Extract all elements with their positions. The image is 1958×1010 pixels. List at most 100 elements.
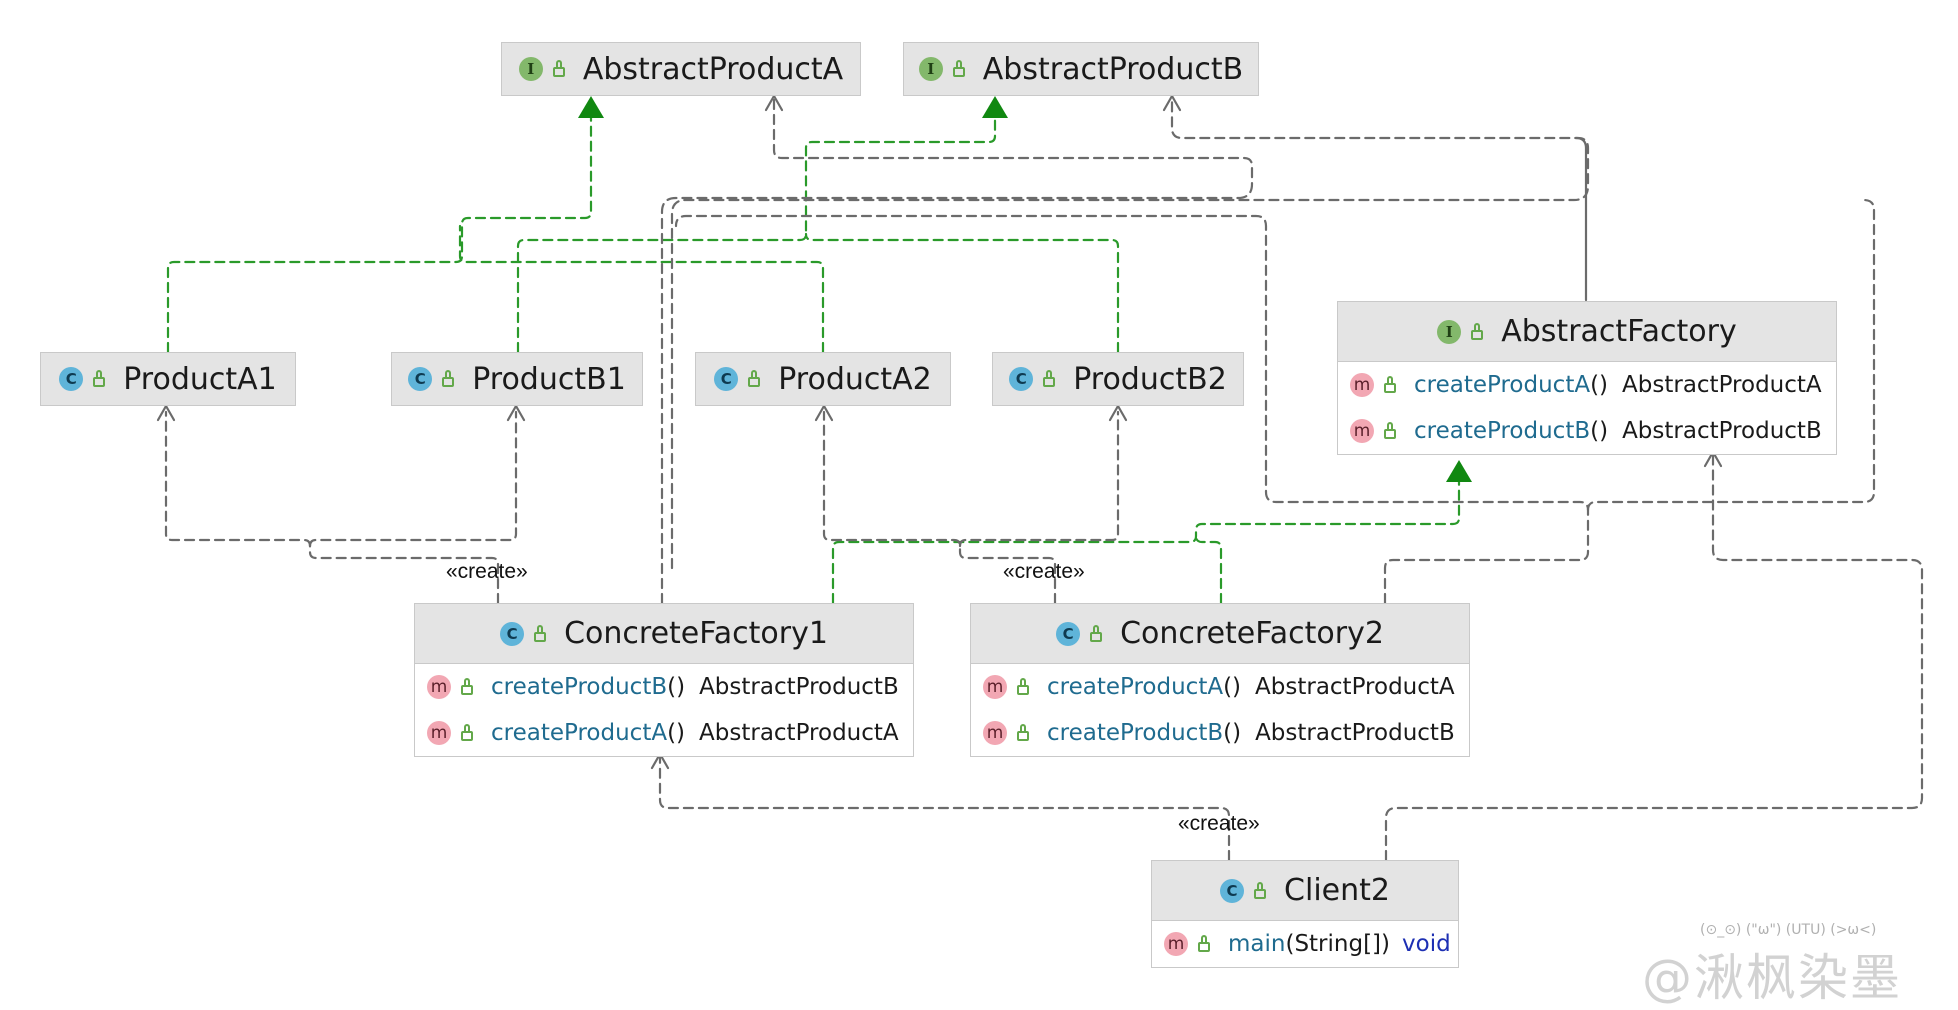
realization-product-a2 bbox=[458, 224, 825, 354]
method-name: createProductA bbox=[1047, 674, 1224, 700]
abstract-product-a-interface[interactable]: I AbstractProductA bbox=[501, 42, 861, 96]
public-lock-icon bbox=[442, 370, 455, 387]
method-params: () bbox=[1223, 720, 1242, 746]
realization-concrete-factory2 bbox=[1194, 534, 1223, 605]
class-name: ProductB1 bbox=[472, 361, 626, 397]
class-name: Client2 bbox=[1284, 873, 1390, 908]
static-method-icon: m bbox=[1164, 932, 1188, 956]
create-stereotype-label: «create» bbox=[1003, 560, 1085, 583]
public-lock-icon bbox=[748, 370, 761, 387]
class-name: ProductA2 bbox=[778, 361, 932, 397]
abstract-method-icon: m bbox=[1350, 373, 1374, 397]
class-icon: C bbox=[714, 367, 739, 391]
product-b2-class[interactable]: C ProductB2 bbox=[992, 352, 1244, 406]
concrete-factory2-class[interactable]: C ConcreteFactory2 m createProductA() Ab… bbox=[970, 603, 1470, 757]
public-lock-icon bbox=[1471, 322, 1484, 340]
method-row[interactable]: m createProductA() AbstractProductA bbox=[971, 664, 1469, 710]
method-return-type: AbstractProductB bbox=[699, 674, 899, 700]
public-lock-icon bbox=[93, 370, 106, 387]
method-params: () bbox=[1590, 372, 1609, 398]
realization-product-b1 bbox=[516, 116, 997, 354]
arrowhead-abstract-product-a-dep bbox=[764, 94, 784, 112]
method-params: () bbox=[667, 674, 686, 700]
realization-concrete-factory1 bbox=[831, 480, 1461, 605]
arrowhead-product-a2 bbox=[814, 404, 834, 422]
method-row[interactable]: m createProductA() AbstractProductA bbox=[415, 710, 913, 756]
class-name: ConcreteFactory1 bbox=[564, 616, 828, 651]
method-icon: m bbox=[983, 721, 1007, 745]
create-stereotype-label: «create» bbox=[1178, 812, 1260, 835]
method-params: () bbox=[667, 720, 686, 746]
interface-name: AbstractProductA bbox=[582, 51, 844, 87]
method-row[interactable]: m createProductB() AbstractProductB bbox=[1338, 408, 1836, 454]
public-lock-icon bbox=[1017, 724, 1029, 741]
create-stereotype-label: «create» bbox=[446, 560, 528, 583]
arrowhead-abstract-factory bbox=[1446, 460, 1472, 482]
method-icon: m bbox=[427, 721, 451, 745]
concrete-factory1-class[interactable]: C ConcreteFactory1 m createProductB() Ab… bbox=[414, 603, 914, 757]
interface-name: AbstractFactory bbox=[1501, 314, 1737, 349]
arrowhead-abstract-product-b-dep bbox=[1162, 94, 1182, 112]
method-row[interactable]: m createProductA() AbstractProductA bbox=[1338, 362, 1836, 408]
method-icon: m bbox=[427, 675, 451, 699]
class-name: ProductA1 bbox=[123, 361, 277, 397]
public-lock-icon bbox=[1384, 422, 1396, 439]
client2-class[interactable]: C Client2 m main(String[]) void bbox=[1151, 860, 1459, 968]
method-return-type: AbstractProductA bbox=[1622, 372, 1822, 398]
arrowhead-product-b2 bbox=[1108, 404, 1128, 422]
public-lock-icon bbox=[1384, 376, 1396, 393]
public-lock-icon bbox=[1198, 935, 1210, 952]
method-return-type: AbstractProductA bbox=[699, 720, 899, 746]
method-params: () bbox=[1223, 674, 1242, 700]
arrowhead-abstract-product-a bbox=[578, 96, 604, 118]
public-lock-icon bbox=[1090, 624, 1103, 642]
class-icon: C bbox=[500, 621, 525, 646]
public-lock-icon bbox=[552, 60, 565, 77]
method-name: main bbox=[1228, 931, 1286, 957]
method-return-type: AbstractProductB bbox=[1622, 418, 1822, 444]
method-return-type: AbstractProductB bbox=[1255, 720, 1455, 746]
public-lock-icon bbox=[461, 678, 473, 695]
class-icon: C bbox=[59, 367, 84, 391]
method-row[interactable]: m main(String[]) void bbox=[1152, 921, 1458, 967]
realization-product-b2 bbox=[804, 232, 1120, 354]
realization-product-a1 bbox=[166, 116, 593, 354]
method-name: createProductB bbox=[1047, 720, 1224, 746]
product-a1-class[interactable]: C ProductA1 bbox=[40, 352, 296, 406]
method-row[interactable]: m createProductB() AbstractProductB bbox=[415, 664, 913, 710]
abstract-method-icon: m bbox=[1350, 419, 1374, 443]
method-return-type: AbstractProductA bbox=[1255, 674, 1455, 700]
public-lock-icon bbox=[1043, 370, 1056, 387]
method-name: createProductA bbox=[491, 720, 668, 746]
method-row[interactable]: m createProductB() AbstractProductB bbox=[971, 710, 1469, 756]
abstract-product-b-interface[interactable]: I AbstractProductB bbox=[903, 42, 1259, 96]
method-icon: m bbox=[983, 675, 1007, 699]
public-lock-icon bbox=[461, 724, 473, 741]
watermark-text: @湫枫染墨 bbox=[1642, 949, 1902, 1007]
dependency-factory-abstract-products bbox=[1574, 136, 1588, 302]
method-params: (String[]) bbox=[1285, 931, 1391, 957]
arrowhead-abstract-product-b bbox=[982, 96, 1008, 118]
class-name: ConcreteFactory2 bbox=[1120, 616, 1384, 651]
product-b1-class[interactable]: C ProductB1 bbox=[391, 352, 643, 406]
method-return-type: void bbox=[1402, 931, 1451, 957]
method-name: createProductB bbox=[1414, 418, 1591, 444]
public-lock-icon bbox=[534, 624, 547, 642]
abstract-factory-interface[interactable]: I AbstractFactory m createProductA() Abs… bbox=[1337, 301, 1837, 455]
method-name: createProductB bbox=[491, 674, 668, 700]
dependency-client-factory1 bbox=[658, 756, 1231, 862]
runnable-class-icon: C bbox=[1220, 878, 1245, 903]
dependency-factory2-product-b2 bbox=[958, 410, 1120, 548]
interface-icon: I bbox=[1437, 319, 1462, 344]
interface-icon: I bbox=[518, 57, 543, 81]
product-a2-class[interactable]: C ProductA2 bbox=[695, 352, 951, 406]
interface-name: AbstractProductB bbox=[982, 51, 1244, 87]
public-lock-icon bbox=[1254, 881, 1267, 899]
method-params: () bbox=[1590, 418, 1609, 444]
dependency-factory1-product-b1 bbox=[308, 410, 518, 548]
watermark-faces: (⊙_⊙) ("ω") (UTU) (>ω<) bbox=[1700, 922, 1877, 938]
method-name: createProductA bbox=[1414, 372, 1591, 398]
class-icon: C bbox=[408, 367, 433, 391]
arrowhead-product-a1 bbox=[156, 404, 176, 422]
